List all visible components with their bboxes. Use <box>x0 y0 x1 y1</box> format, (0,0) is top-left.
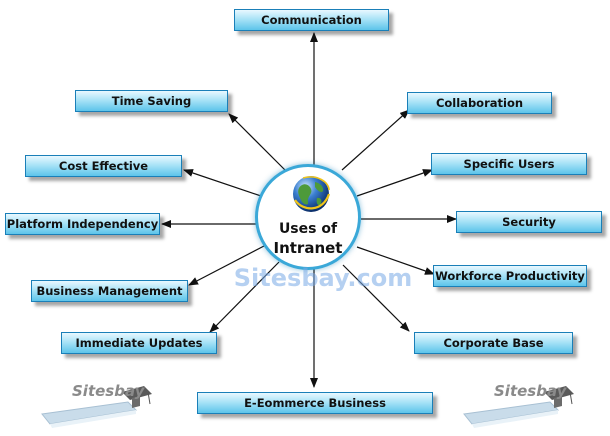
sitesbay-logo-left: Sitesbay <box>40 380 156 432</box>
logo-right-text: Sitesbay <box>494 382 567 400</box>
node-cost-effective: Cost Effective <box>25 155 182 177</box>
graduation-cap-icon <box>41 386 152 428</box>
arrow-to-collaboration <box>341 109 410 171</box>
node-platform-independency: Platform Independency <box>5 213 160 235</box>
node-communication: Communication <box>234 9 389 31</box>
arrow-to-immediate-updates <box>209 261 280 333</box>
node-corporate-base: Corporate Base <box>414 332 573 354</box>
node-security: Security <box>456 211 602 233</box>
node-immediate-updates: Immediate Updates <box>61 332 217 354</box>
node-e-eommerce-business: E-Eommerce Business <box>197 392 433 414</box>
graduation-cap-icon <box>463 386 574 428</box>
arrow-to-cost-effective <box>183 169 265 198</box>
node-business-management: Business Management <box>31 280 188 302</box>
arrow-to-specific-users <box>356 169 433 197</box>
arrow-to-workforce-productivity <box>356 246 435 275</box>
logo-left-text: Sitesbay <box>72 382 145 400</box>
globe-icon <box>293 176 331 212</box>
center-title-line1: Uses of <box>278 221 338 237</box>
arrow-to-business-management <box>188 245 265 286</box>
watermark-text: Sitesbay.com <box>233 264 413 292</box>
node-collaboration: Collaboration <box>407 92 552 114</box>
node-workforce-productivity: Workforce Productivity <box>433 265 587 287</box>
center-title-line2: Intranet <box>273 239 343 257</box>
arrow-to-time-saving <box>228 113 286 171</box>
sitesbay-logo-right: Sitesbay <box>462 380 578 432</box>
node-time-saving: Time Saving <box>75 90 228 112</box>
node-specific-users: Specific Users <box>431 153 587 175</box>
arrow-to-corporate-base <box>342 264 410 332</box>
